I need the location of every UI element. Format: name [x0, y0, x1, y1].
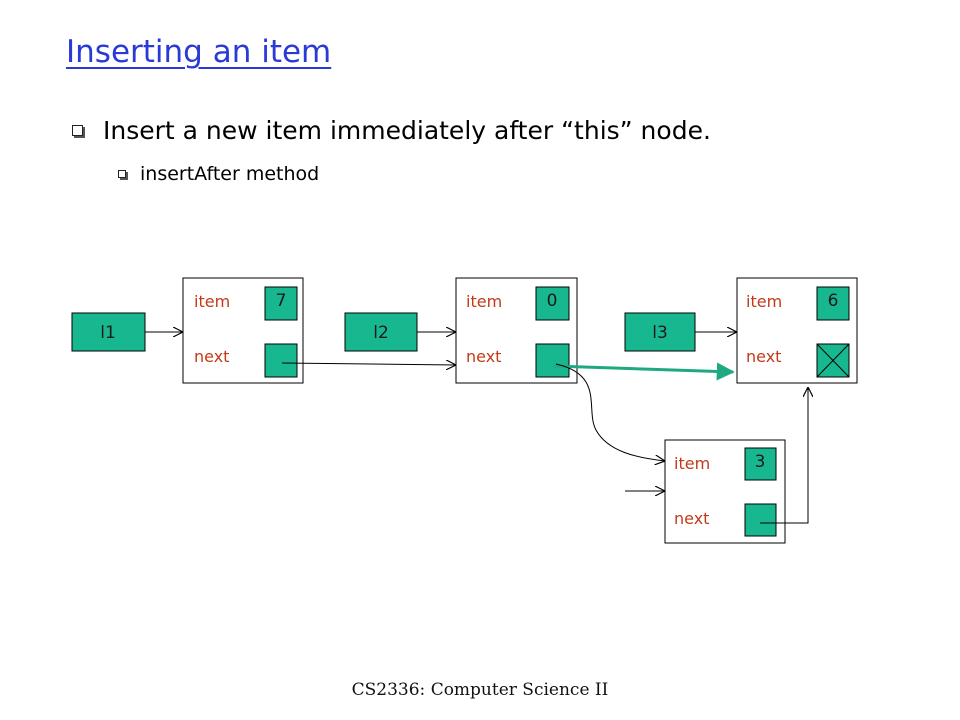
next-label: next	[746, 347, 781, 366]
item-value: 6	[828, 291, 839, 311]
item-label: item	[194, 292, 230, 311]
square-bullet-icon	[118, 170, 126, 178]
next-label: next	[194, 347, 229, 366]
item-label: item	[746, 292, 782, 311]
next-label: next	[466, 347, 501, 366]
arrow-node0-next-highlight	[553, 362, 735, 381]
next-label: next	[674, 509, 709, 528]
null-pointer-icon	[816, 343, 850, 378]
arrow-node7-next	[281, 363, 456, 365]
reference-l1: l1	[71, 312, 146, 352]
bullet-text-main: Insert a new item immediately after “thi…	[103, 116, 711, 145]
slide-footer: CS2336: Computer Science II	[351, 680, 609, 700]
item-value: 7	[276, 291, 287, 311]
item-value: 3	[755, 452, 766, 472]
square-bullet-icon	[72, 125, 83, 136]
reference-l2: l2	[344, 312, 418, 352]
node-3-new: item 3 next	[664, 439, 786, 544]
reference-label: l2	[373, 323, 389, 343]
item-value: 0	[547, 291, 558, 311]
reference-label: l3	[652, 323, 668, 343]
arrow-new-node-next	[760, 387, 808, 524]
item-label: item	[466, 292, 502, 311]
reference-label: l1	[100, 323, 116, 343]
bullet-text-sub: insertAfter method	[140, 163, 320, 185]
reference-l3: l3	[624, 312, 696, 352]
bullet-main: Insert a new item immediately after “thi…	[72, 116, 711, 145]
page-title: Inserting an item	[66, 34, 332, 70]
node-7: item 7 next	[182, 277, 304, 384]
node-0: item 0 next	[455, 277, 578, 384]
bullet-sub: insertAfter method	[118, 163, 319, 185]
node-6: item 6 next	[736, 277, 858, 384]
arrow-node0-to-new-node	[555, 363, 665, 461]
item-label: item	[674, 454, 710, 473]
